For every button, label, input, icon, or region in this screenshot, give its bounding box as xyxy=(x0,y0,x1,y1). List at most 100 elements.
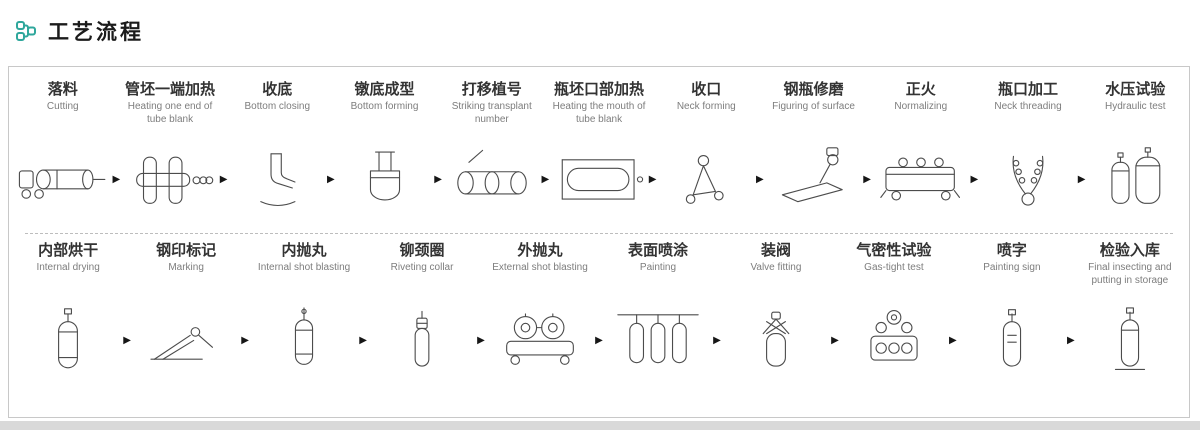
step-title-en: Normalizing xyxy=(894,101,948,112)
surface-grinder-illustration xyxy=(767,139,861,225)
step-label: 水压试验 Hydraulic test xyxy=(1105,81,1166,139)
flow-arrow-icon: ▶ xyxy=(713,335,721,346)
row-divider xyxy=(25,233,1173,234)
flow-arrow-icon: ▶ xyxy=(241,335,249,346)
neck-threader-illustration xyxy=(981,139,1075,225)
step-title-en: Internal shot blasting xyxy=(257,262,351,273)
step-label: 喷字 Painting sign xyxy=(983,242,1040,300)
flow-arrow-icon: ▶ xyxy=(123,335,131,346)
valve-clamp-illustration xyxy=(729,300,823,386)
step-title-en: Riveting collar xyxy=(390,262,454,273)
step-title-en: Bottom closing xyxy=(244,101,311,112)
step-title-en: Figuring of surface xyxy=(772,101,855,112)
flow-arrow-icon: ▶ xyxy=(648,174,657,185)
flow-arrow-icon: ▶ xyxy=(112,174,121,185)
step-label: 瓶口加工 Neck threading xyxy=(994,81,1061,139)
step-label: 打移植号 Striking transplant number xyxy=(443,81,541,139)
page-title: 工艺流程 xyxy=(48,21,144,44)
flow-arrow-icon: ▶ xyxy=(219,174,228,185)
step-title-en: Valve fitting xyxy=(750,262,802,273)
drying-bottle-illustration xyxy=(21,300,115,386)
step-title-en: Heating one end of tube blank xyxy=(127,101,213,125)
step-title-en: Striking transplant number xyxy=(451,101,532,125)
gastight-rig-illustration xyxy=(847,300,941,386)
step-label: 内部烘干 Internal drying xyxy=(36,242,99,300)
flow-arrow-icon: ▶ xyxy=(970,174,979,185)
step-title-zh: 管坯一端加热 xyxy=(125,81,216,98)
tube-fixture-illustration xyxy=(123,139,217,225)
step-title-zh: 钢瓶修磨 xyxy=(783,81,844,98)
process-step: 正火 Normalizing xyxy=(871,81,971,225)
step-title-zh: 表面喷涂 xyxy=(627,242,688,259)
step-title-zh: 瓶坯口部加热 xyxy=(554,81,645,98)
step-title-en: Internal drying xyxy=(36,262,100,273)
step-title-en: Gas-tight test xyxy=(864,262,924,273)
process-step: 瓶口加工 Neck threading xyxy=(978,81,1078,225)
step-title-zh: 水压试验 xyxy=(1105,81,1166,98)
process-step: 钢瓶修磨 Figuring of surface xyxy=(764,81,864,225)
step-title-zh: 装阀 xyxy=(760,242,791,259)
step-title-zh: 内部烘干 xyxy=(38,242,99,259)
normalizing-furnace-illustration xyxy=(874,139,968,225)
stamped-cylinder-illustration xyxy=(445,139,539,225)
step-title-en: Neck threading xyxy=(994,101,1062,112)
neck-spinner-illustration xyxy=(659,139,753,225)
step-title-en: Painting xyxy=(639,262,677,273)
process-step: 管坯一端加热 Heating one end of tube blank xyxy=(120,81,220,225)
flow-arrow-icon: ▶ xyxy=(595,335,603,346)
step-title-zh: 打移植号 xyxy=(461,81,522,98)
collar-bottle-illustration xyxy=(375,300,469,386)
process-step: 铆颈圈 Riveting collar xyxy=(367,242,477,386)
flow-arrow-icon: ▶ xyxy=(756,174,764,185)
process-step: 内部烘干 Internal drying xyxy=(13,242,123,386)
step-label: 正火 Normalizing xyxy=(894,81,947,139)
step-title-zh: 瓶口加工 xyxy=(998,81,1059,98)
marking-press-illustration xyxy=(139,300,233,386)
bottom-strip xyxy=(0,421,1200,430)
step-title-en: Heating the mouth of tube blank xyxy=(552,101,646,125)
step-label: 装阀 Valve fitting xyxy=(750,242,801,300)
flow-arrow-icon: ▶ xyxy=(359,335,367,346)
step-title-en: Neck forming xyxy=(676,101,736,112)
step-label: 收口 Neck forming xyxy=(677,81,736,139)
process-step: 打移植号 Striking transplant number xyxy=(442,81,542,225)
step-title-en: Marking xyxy=(168,262,204,273)
step-title-zh: 收底 xyxy=(262,81,293,98)
spray-bottle-illustration xyxy=(965,300,1059,386)
flow-arrow-icon: ▶ xyxy=(541,174,550,185)
flow-arrow-icon: ▶ xyxy=(327,174,335,185)
step-title-zh: 正火 xyxy=(905,81,936,98)
mouth-heating-illustration xyxy=(552,139,646,225)
process-step: 喷字 Painting sign xyxy=(957,242,1067,386)
blast-machine-illustration xyxy=(493,300,587,386)
process-step: 装阀 Valve fitting xyxy=(721,242,831,386)
step-label: 管坯一端加热 Heating one end of tube blank xyxy=(121,81,219,139)
process-step: 收口 Neck forming xyxy=(657,81,757,225)
process-step: 水压试验 Hydraulic test xyxy=(1086,81,1186,225)
step-title-en: Painting sign xyxy=(983,262,1041,273)
flow-arrow-icon: ▶ xyxy=(477,335,485,346)
storage-bottle-illustration xyxy=(1083,300,1177,386)
step-title-en: Hydraulic test xyxy=(1104,101,1166,112)
paint-line-illustration xyxy=(611,300,705,386)
step-label: 铆颈圈 Riveting collar xyxy=(391,242,454,300)
process-step: 表面喷涂 Painting xyxy=(603,242,713,386)
step-title-zh: 收口 xyxy=(691,81,722,98)
process-step: 收底 Bottom closing xyxy=(228,81,328,225)
step-title-zh: 喷字 xyxy=(996,242,1027,259)
step-title-zh: 外抛丸 xyxy=(517,242,563,259)
bent-tube-illustration xyxy=(230,139,324,225)
step-title-zh: 铆颈圈 xyxy=(399,242,445,259)
